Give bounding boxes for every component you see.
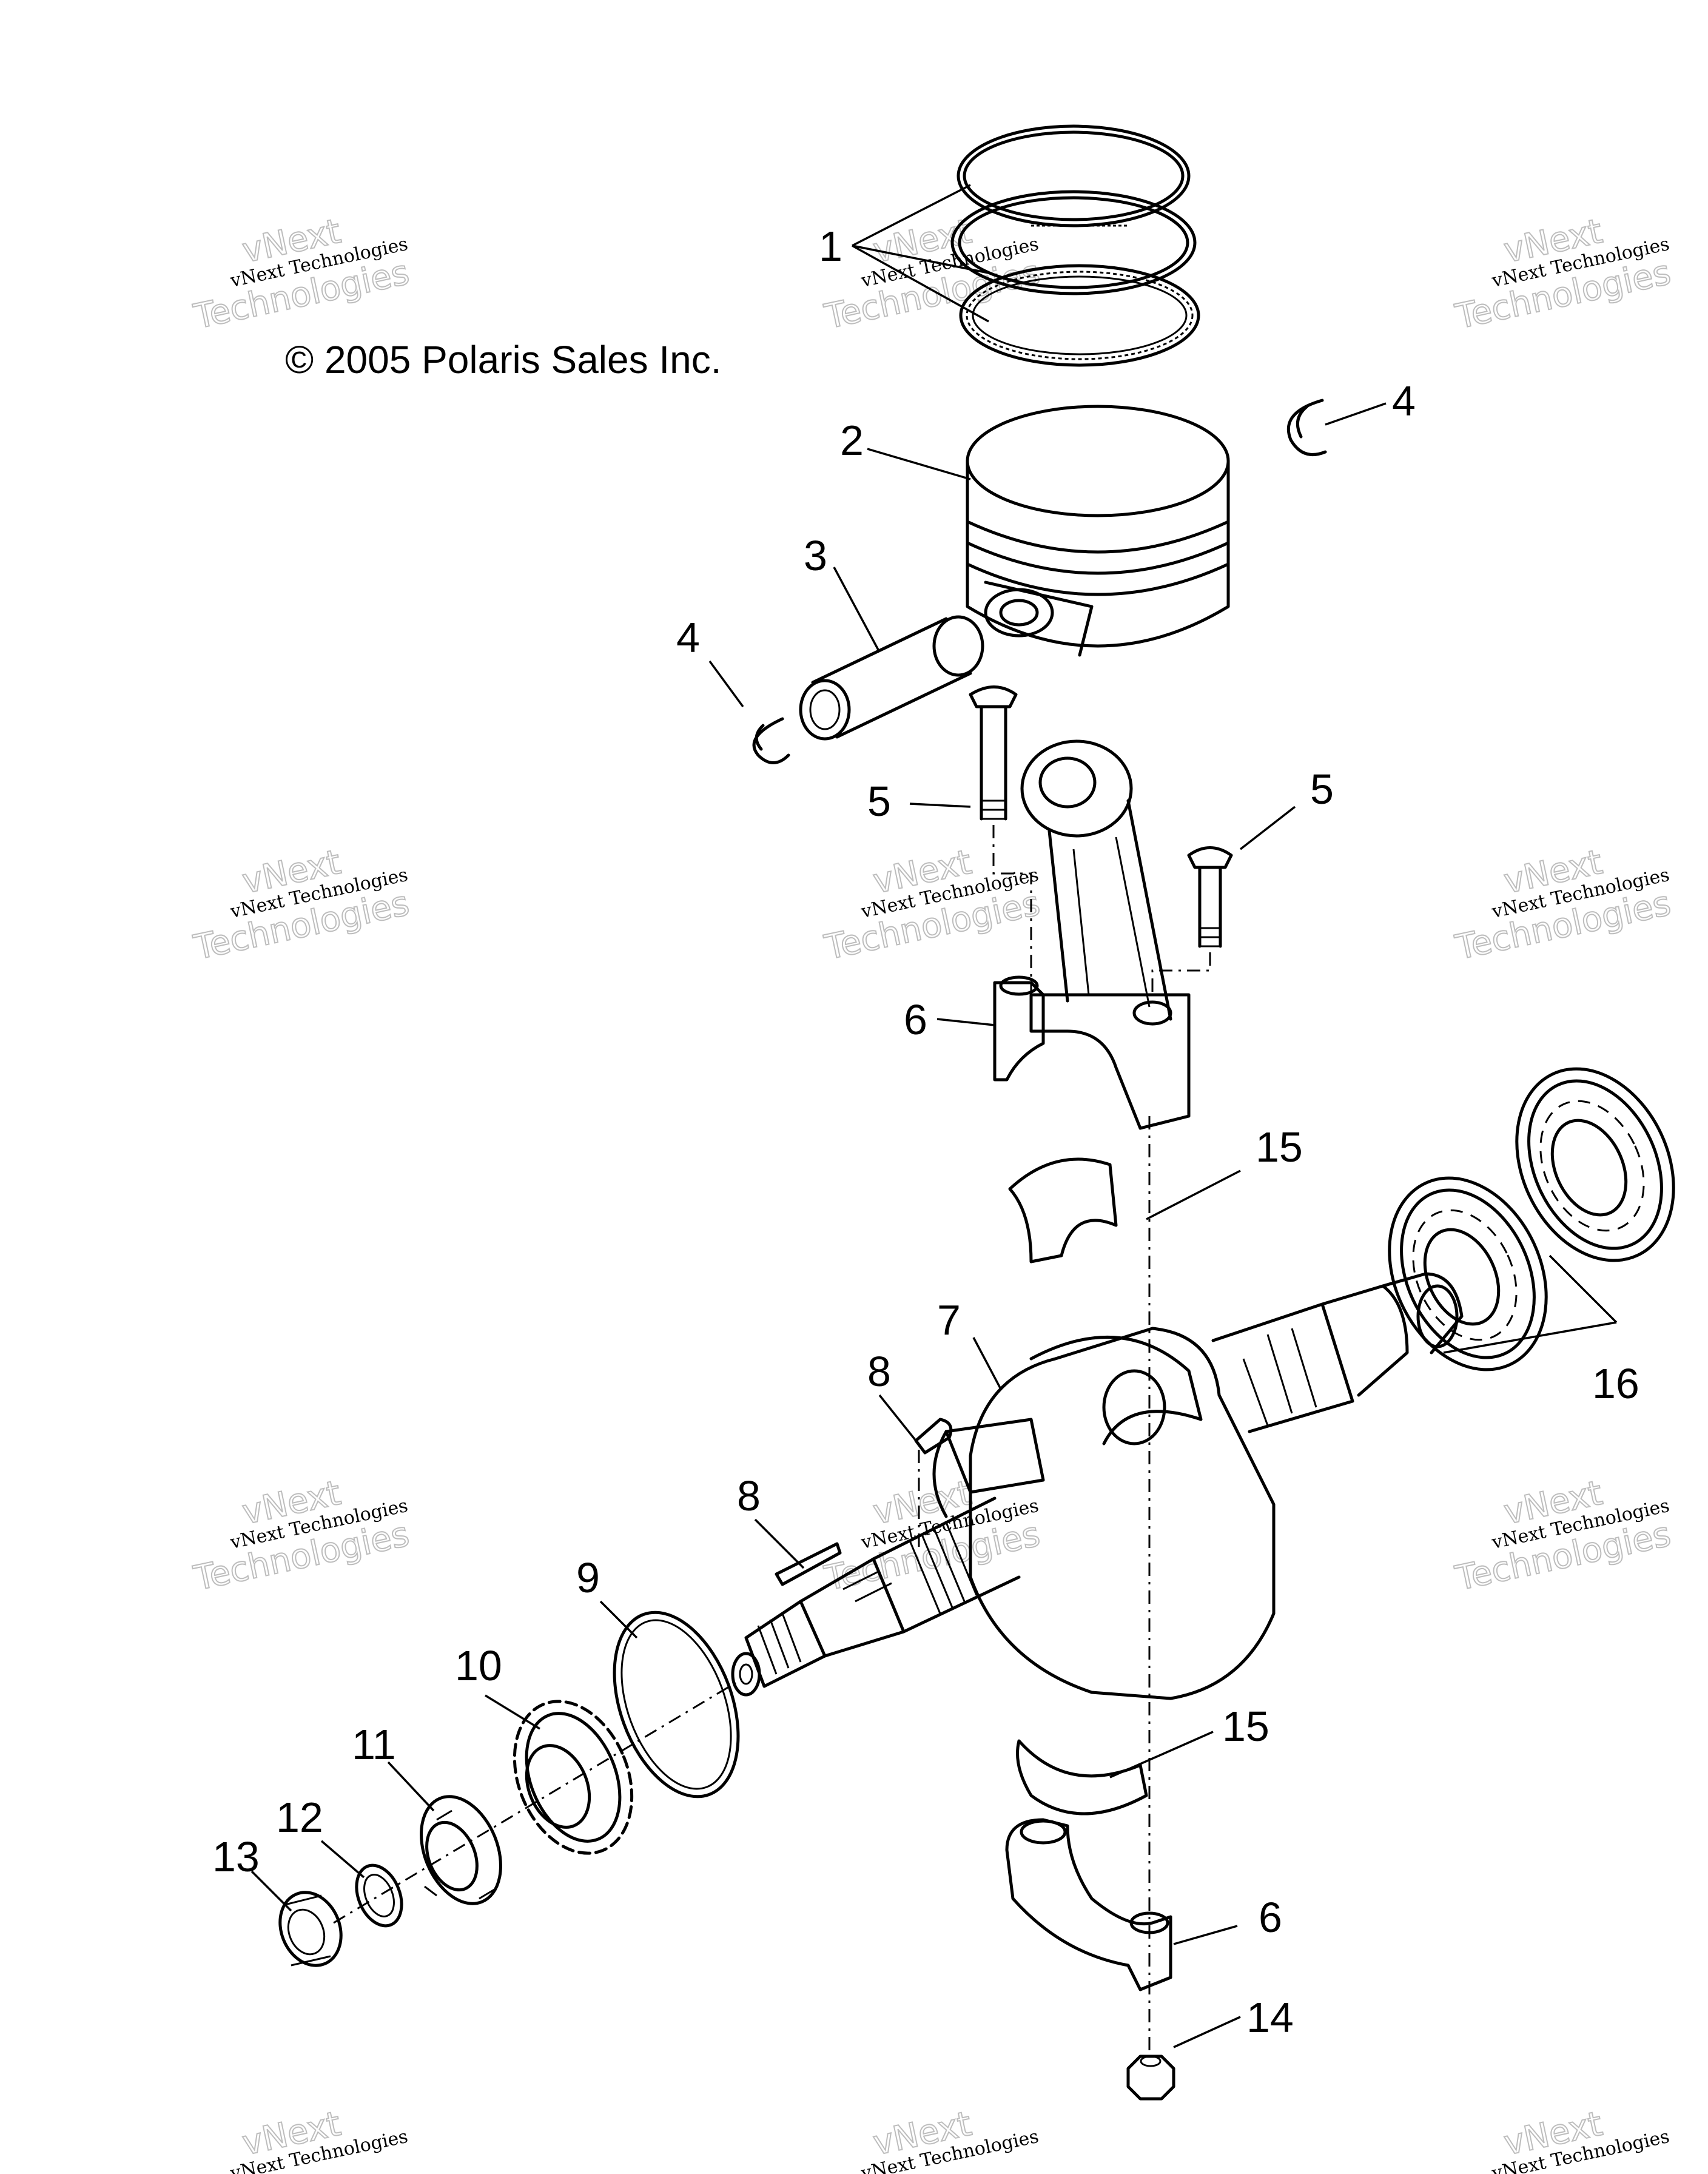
- callout-label: 15: [1222, 1703, 1269, 1750]
- callout-label: 12: [276, 1794, 323, 1841]
- watermark: vNext vNext Technologies Technologies: [821, 211, 1044, 338]
- watermark: vNext vNext Technologies Technologies: [190, 1473, 413, 1600]
- callout-label: 15: [1256, 1123, 1303, 1171]
- rod-bolt: [969, 685, 1018, 821]
- bearing-shell: [1016, 1739, 1148, 1816]
- watermark: vNext vNext Technologies: [228, 2104, 410, 2174]
- ball-bearing: [1388, 1176, 1548, 1371]
- watermark-group: vNext vNext Technologies Technologies vN…: [190, 211, 1675, 2174]
- watermark: vNext vNext Technologies Technologies: [821, 842, 1044, 969]
- rod-nut: [1126, 2055, 1175, 2101]
- callout-label: 16: [1592, 1360, 1639, 1407]
- slotted-nut: [420, 1795, 502, 1905]
- callout-label: 2: [840, 417, 864, 464]
- callout-label: 8: [867, 1348, 891, 1395]
- watermark: vNext vNext Technologies Technologies: [1451, 1473, 1675, 1600]
- callout-label: 6: [904, 996, 927, 1043]
- callout-label: 10: [455, 1642, 502, 1689]
- crankshaft: [731, 1272, 1464, 1700]
- piston-pin: [799, 615, 984, 741]
- gear: [513, 1700, 634, 1855]
- callout-label: 14: [1246, 1994, 1294, 2041]
- nut: [278, 1891, 343, 1967]
- ball-bearing: [1515, 1067, 1675, 1262]
- callout-label: 11: [352, 1721, 396, 1768]
- watermark: vNext vNext Technologies Technologies: [190, 842, 413, 969]
- callout-label: 13: [212, 1833, 260, 1880]
- callout-label: 6: [1259, 1894, 1282, 1941]
- circlip: [1286, 399, 1327, 456]
- watermark: vNext vNext Technologies Technologies: [1451, 842, 1675, 969]
- piston-rings: [950, 124, 1200, 367]
- callout-labels: 1 2 3 4 4 5 5 6 6 7 8 8 9 10 11 12 13 14…: [212, 223, 1639, 2041]
- connecting-rod: [1020, 739, 1191, 1130]
- woodruff-key: [914, 1418, 953, 1455]
- watermark: vNext vNext Technologies: [859, 2104, 1041, 2174]
- watermark: vNext vNext Technologies Technologies: [190, 211, 413, 338]
- callout-label: 8: [737, 1472, 761, 1519]
- callout-label: 9: [576, 1554, 600, 1601]
- callout-label: 3: [804, 532, 827, 579]
- bearing-shell: [1008, 1157, 1118, 1264]
- callout-label: 4: [676, 614, 700, 661]
- piston: [966, 405, 1230, 657]
- watermark: vNext vNext Technologies Technologies: [1451, 211, 1675, 338]
- callout-label: 1: [819, 223, 842, 270]
- woodruff-key: [775, 1542, 842, 1586]
- watermark: vNext vNext Technologies: [1490, 2104, 1672, 2174]
- callout-label: 7: [937, 1296, 961, 1344]
- leader-lines: [250, 184, 1618, 2048]
- assembly-centerline: [1151, 952, 1211, 995]
- rod-bolt: [1187, 846, 1233, 948]
- callout-label: 4: [1392, 377, 1416, 425]
- assembly-centerline: [992, 825, 1032, 995]
- watermark: vNext vNext Technologies Technologies: [821, 1473, 1044, 1600]
- callout-label: 5: [867, 778, 891, 825]
- o-ring: [613, 1610, 740, 1799]
- washer: [355, 1863, 403, 1928]
- copyright-notice: © 2005 Polaris Sales Inc.: [285, 338, 722, 382]
- circlip: [752, 717, 790, 764]
- assembly-centerline: [333, 1679, 741, 1924]
- callout-label: 5: [1310, 766, 1334, 813]
- rod-cap: [1005, 1818, 1172, 1991]
- rod-cap: [993, 975, 1045, 1082]
